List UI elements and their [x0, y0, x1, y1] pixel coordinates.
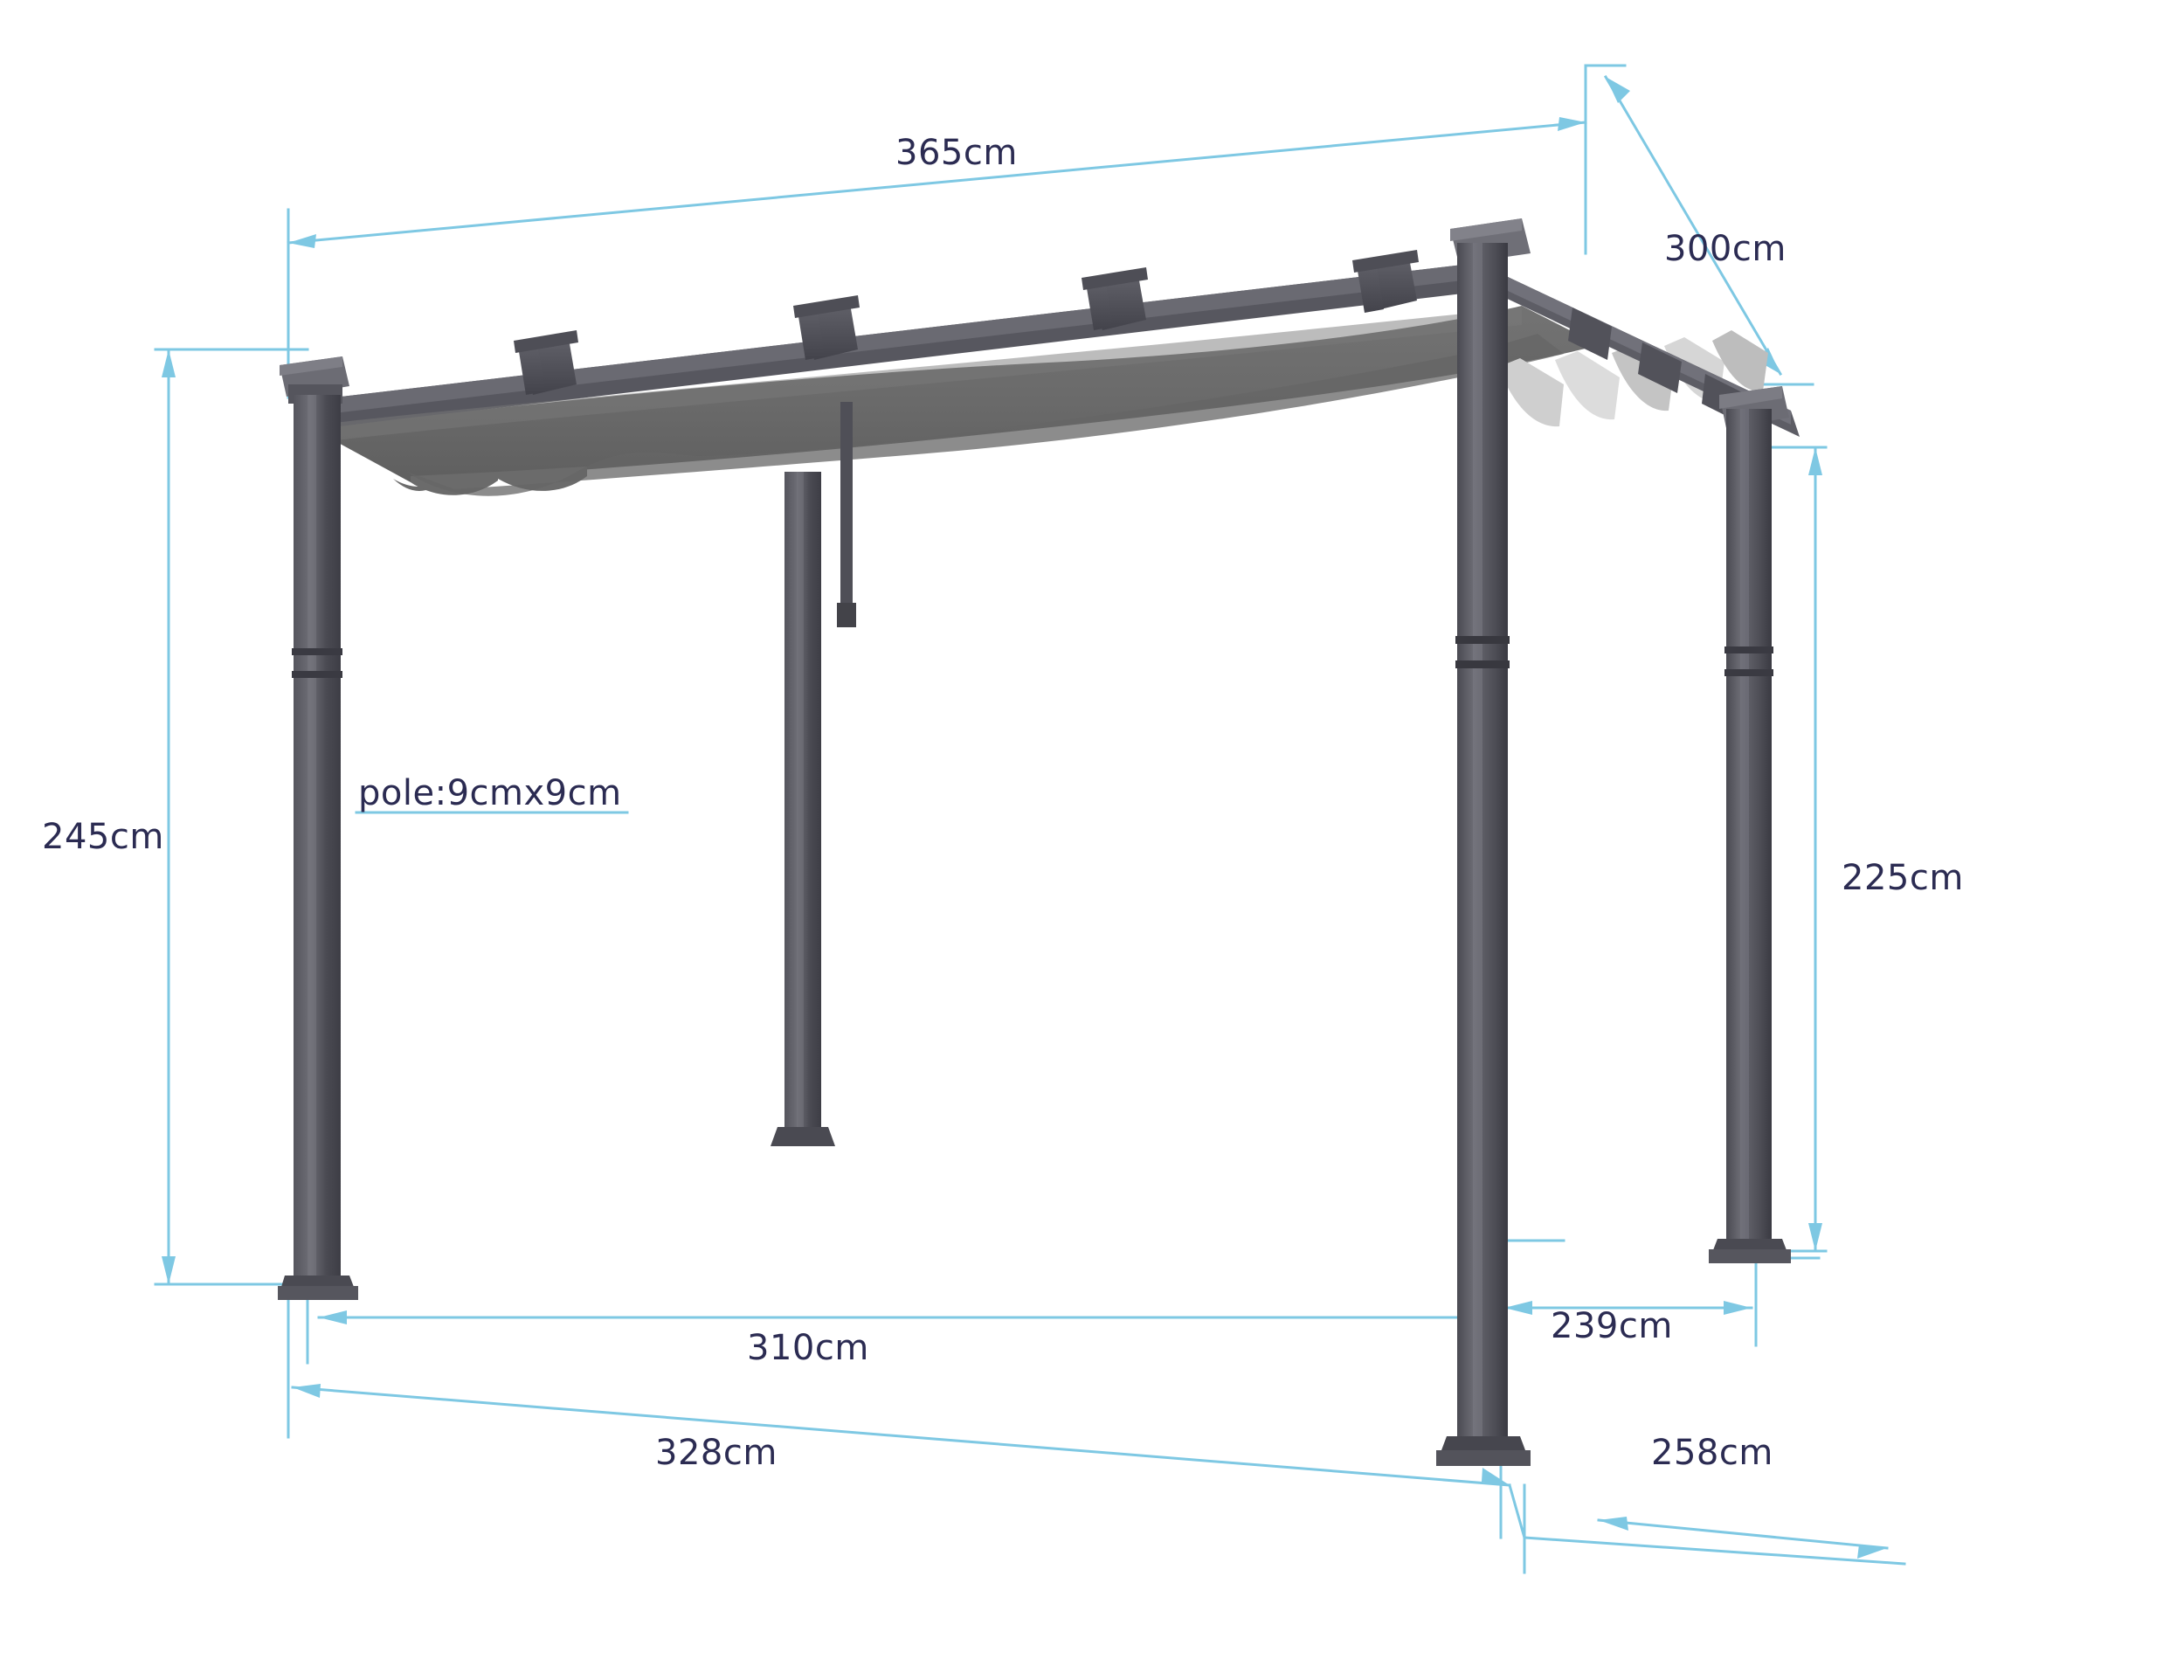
dimension-label-base-outer-width: 328cm: [655, 1433, 778, 1473]
dimension-label-right-height: 225cm: [1842, 858, 1964, 898]
canopy-pull-rod: [837, 402, 856, 627]
dimension-label-base-inner-width: 310cm: [747, 1328, 869, 1368]
post-right-front: [1709, 409, 1791, 1263]
post-left-front: [771, 472, 835, 1146]
dimension-label-top-width: 365cm: [895, 133, 1018, 173]
post-left-back: [278, 395, 358, 1300]
rafter-tails: [514, 250, 1419, 353]
post-right-back: [1436, 243, 1531, 1466]
dimension-label-base-outer-depth: 258cm: [1651, 1433, 1773, 1473]
dimension-label-base-inner-depth: 239cm: [1551, 1306, 1673, 1346]
pergola-structure: [278, 218, 1800, 1466]
dimension-label-pole-size: pole:9cmx9cm: [358, 773, 622, 813]
dimension-label-left-height: 245cm: [42, 817, 164, 857]
dimension-label-top-depth: 300cm: [1664, 229, 1787, 269]
dimension-lines: [154, 64, 1906, 1574]
